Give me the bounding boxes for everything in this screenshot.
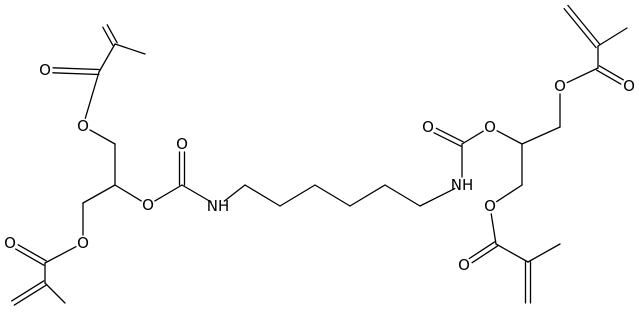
atom-label: NH <box>451 176 474 194</box>
atom-label: O <box>484 118 496 136</box>
atom-label: O <box>77 117 89 135</box>
single-bond <box>349 184 386 207</box>
double-bond-line <box>52 67 100 71</box>
atom-o4: O <box>142 196 154 214</box>
double-bond-line <box>11 280 45 302</box>
single-bond <box>181 184 212 203</box>
single-bond <box>527 243 561 263</box>
double-bond-line <box>15 248 45 266</box>
atom-label: O <box>484 197 496 215</box>
atom-o2: O <box>77 117 89 135</box>
single-bond <box>597 27 628 47</box>
single-bond <box>490 213 497 245</box>
single-bond <box>154 184 183 202</box>
double-bond-line <box>567 4 601 46</box>
atom-label: O <box>77 234 89 252</box>
double-bond-line <box>13 284 47 306</box>
atom-label: NH <box>207 197 230 215</box>
atom-o3: O <box>176 135 188 153</box>
atom-label: O <box>422 118 434 136</box>
double-bond-line <box>106 24 118 44</box>
atom-o7: O <box>422 118 434 136</box>
atom-label: O <box>4 234 16 252</box>
single-bond <box>223 184 246 202</box>
double-bond-line <box>17 244 47 262</box>
single-bond <box>114 43 146 55</box>
double-bond-line <box>563 7 597 49</box>
atom-o5: O <box>77 234 89 252</box>
single-bond <box>44 282 66 304</box>
single-bond <box>44 246 77 264</box>
double-bond-line <box>435 127 464 143</box>
bonds-group <box>11 4 628 306</box>
atom-label: O <box>39 61 51 79</box>
single-bond <box>495 243 529 263</box>
atom-label: O <box>623 77 635 95</box>
single-bond <box>419 187 456 207</box>
single-bond <box>384 184 421 207</box>
single-bond <box>82 184 116 204</box>
atom-o9: O <box>554 77 566 95</box>
single-bond <box>244 184 281 207</box>
double-bond-line <box>471 245 499 264</box>
single-bond <box>279 184 316 207</box>
atom-n2: NH <box>451 176 474 194</box>
atom-label: O <box>176 135 188 153</box>
single-bond <box>114 184 142 202</box>
atom-label: O <box>142 196 154 214</box>
double-bond-line <box>102 26 114 46</box>
atom-label: O <box>554 77 566 95</box>
single-bond <box>496 184 523 203</box>
single-bond <box>84 71 100 119</box>
double-bond-line <box>433 132 462 147</box>
single-bond <box>521 126 561 145</box>
atom-o11: O <box>484 197 496 215</box>
double-bond-line <box>598 65 624 81</box>
double-bond-line <box>52 72 100 76</box>
single-bond <box>314 184 351 207</box>
single-bond <box>566 67 599 84</box>
atom-n1: NH <box>207 197 230 215</box>
atom-o1: O <box>39 61 51 79</box>
atom-o12: O <box>458 256 470 274</box>
single-bond <box>496 130 523 145</box>
single-bond <box>461 130 484 145</box>
single-bond <box>98 43 116 73</box>
double-bond-line <box>596 69 622 85</box>
atom-o10: O <box>623 77 635 95</box>
atom-labels-group: O O O O O O NH NH O O O O O O <box>4 61 635 274</box>
atom-label: O <box>458 256 470 274</box>
single-bond <box>89 129 116 145</box>
double-bond-line <box>468 241 496 260</box>
atom-o6: O <box>4 234 16 252</box>
atom-o8: O <box>484 118 496 136</box>
